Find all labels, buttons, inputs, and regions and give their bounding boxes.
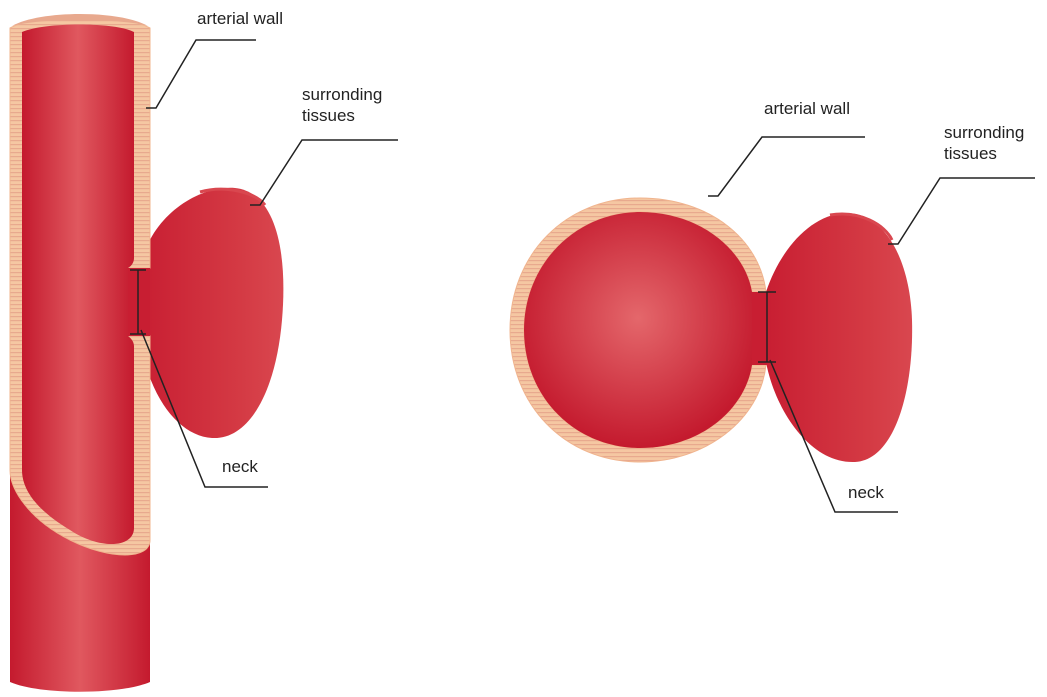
left-arterial-wall-leader bbox=[146, 40, 256, 108]
right-surrounding-tissues-leader bbox=[888, 178, 1035, 244]
left-surrounding-tissues-label: surronding tissues bbox=[302, 84, 382, 126]
right-arterial-wall-label: arterial wall bbox=[764, 98, 850, 119]
left-pseudoaneurysm-sac bbox=[140, 188, 283, 438]
right-neck-channel bbox=[752, 292, 768, 365]
left-arterial-wall-label: arterial wall bbox=[197, 8, 283, 29]
right-vessel-lumen bbox=[524, 212, 752, 448]
right-arterial-wall-leader bbox=[708, 137, 865, 196]
right-pseudoaneurysm-sac bbox=[766, 213, 912, 462]
right-surrounding-tissues-label: surronding tissues bbox=[944, 122, 1024, 164]
right-neck-label: neck bbox=[848, 482, 884, 503]
left-neck-label: neck bbox=[222, 456, 258, 477]
left-neck-channel bbox=[128, 268, 150, 336]
right-figure bbox=[510, 137, 1035, 512]
left-surrounding-tissues-leader bbox=[250, 140, 398, 205]
left-vessel-lumen bbox=[22, 25, 134, 545]
